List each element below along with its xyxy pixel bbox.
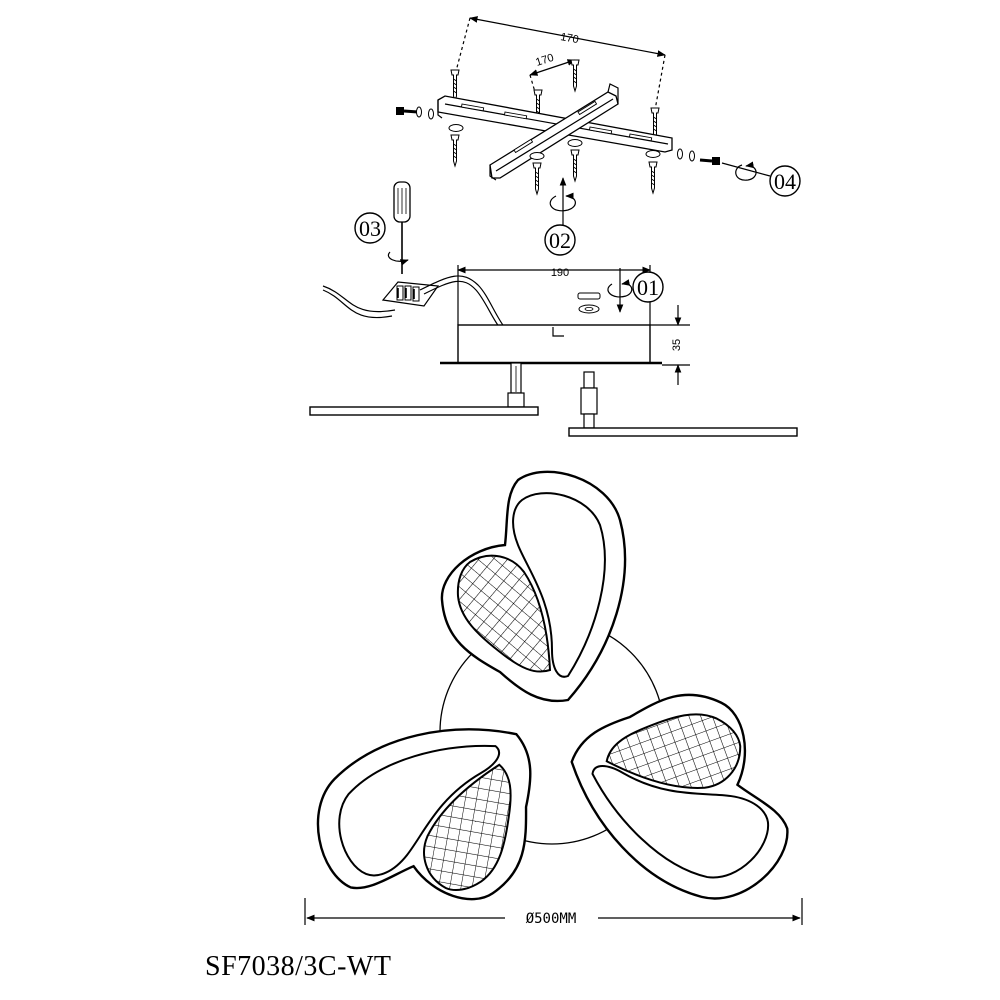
screw-icon [450, 69, 460, 102]
diameter-dimension: Ø500MM [304, 898, 803, 927]
screwdriver-icon [387, 181, 411, 274]
base-width-label: 190 [551, 267, 569, 279]
step-04-label: 04 [774, 169, 796, 194]
wiring-and-base: 03 190 [309, 181, 798, 437]
screw-icon [648, 161, 658, 194]
screw-icon [450, 134, 460, 167]
rotate-arrow-icon [549, 177, 576, 228]
rotate-arrow-icon [607, 279, 633, 298]
step-03-label: 03 [359, 216, 381, 241]
bracket-span-long-label: 170 [559, 31, 579, 46]
step-02-badge: 02 [544, 224, 576, 256]
step-02-label: 02 [549, 228, 571, 253]
lamp-side-profile [309, 362, 798, 437]
side-bolt-right [677, 148, 771, 181]
base-width-dimension: 190 [457, 265, 651, 325]
bracket-span-short-label: 170 [534, 52, 555, 69]
diameter-label: Ø500MM [526, 911, 577, 927]
rotate-arrow-icon [735, 161, 757, 181]
canopy-base [440, 268, 662, 365]
screw-icon [570, 149, 580, 182]
step-04-badge: 04 [769, 165, 801, 197]
step-03-badge: 03 [354, 212, 386, 244]
step-01-badge: 01 [632, 271, 664, 303]
bracket-span-short-dimension: 170 [529, 52, 576, 93]
base-height-label: 35 [671, 339, 683, 351]
mounting-bracket-icon [437, 83, 673, 181]
side-bolt-left [396, 106, 434, 120]
petal-top [440, 470, 627, 703]
screw-icon [532, 162, 542, 195]
bracket-span-long-dimension: 170 [454, 16, 666, 111]
lamp-top-view [288, 470, 834, 959]
screw-icon [570, 59, 580, 92]
model-number: SF7038/3C-WT [205, 951, 391, 982]
base-height-dimension: 35 [650, 305, 690, 385]
wire-connector-icon [322, 275, 506, 329]
mounting-bracket-assembly: 170 170 [396, 16, 801, 256]
step-01-label: 01 [637, 275, 659, 300]
